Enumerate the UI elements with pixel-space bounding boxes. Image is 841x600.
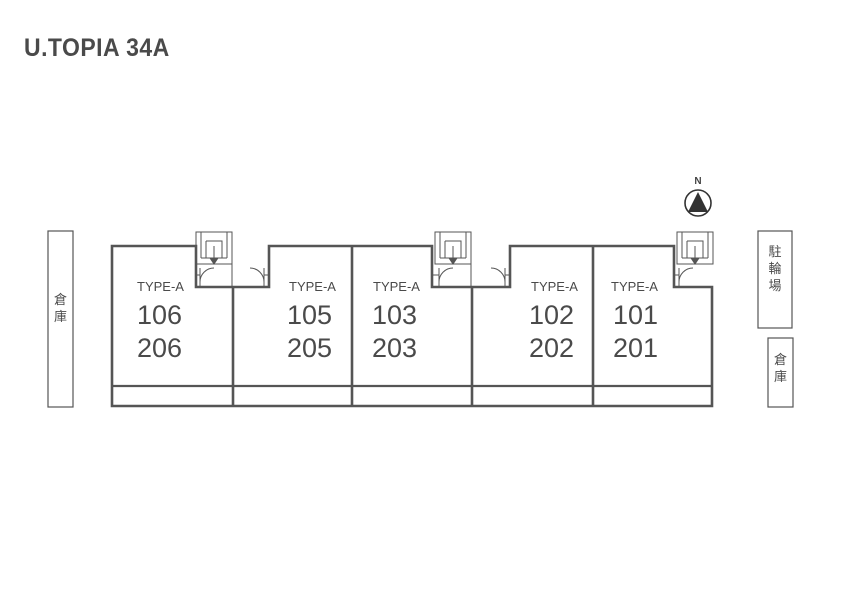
building-title: U.TOPIA 34A	[24, 34, 170, 62]
room-number-lower: 205	[287, 333, 332, 363]
room-number-upper: 106	[137, 300, 182, 330]
unit-102-202: TYPE-A 102 202	[529, 279, 578, 363]
unit-103-203: TYPE-A 103 203	[372, 279, 420, 363]
unit-type-label: TYPE-A	[531, 279, 578, 294]
bicycle-parking-label: 駐輪場	[768, 245, 781, 294]
building-outline	[110, 244, 714, 408]
left-storage: 倉庫	[47, 230, 74, 408]
north-label: N	[694, 176, 701, 187]
unit-106-206: TYPE-A 106 206	[137, 279, 184, 363]
unit-labels: TYPE-A 106 206 TYPE-A 105 205 TYPE-A 103…	[137, 279, 658, 363]
north-compass-icon: N	[684, 176, 712, 217]
room-number-upper: 101	[613, 300, 658, 330]
unit-101-201: TYPE-A 101 201	[611, 279, 658, 363]
unit-type-label: TYPE-A	[373, 279, 420, 294]
room-number-lower: 203	[372, 333, 417, 363]
right-storage: 倉庫	[767, 337, 794, 408]
room-number-upper: 102	[529, 300, 574, 330]
unit-type-label: TYPE-A	[137, 279, 184, 294]
room-number-lower: 206	[137, 333, 182, 363]
room-number-upper: 105	[287, 300, 332, 330]
room-number-lower: 202	[529, 333, 574, 363]
room-number-upper: 103	[372, 300, 417, 330]
unit-type-label: TYPE-A	[289, 279, 336, 294]
room-number-lower: 201	[613, 333, 658, 363]
stairs-and-entries	[195, 231, 714, 287]
right-storage-label: 倉庫	[774, 353, 787, 385]
bicycle-parking: 駐輪場	[757, 230, 793, 329]
unit-105-205: TYPE-A 105 205	[287, 279, 336, 363]
left-storage-label: 倉庫	[54, 293, 67, 325]
unit-type-label: TYPE-A	[611, 279, 658, 294]
